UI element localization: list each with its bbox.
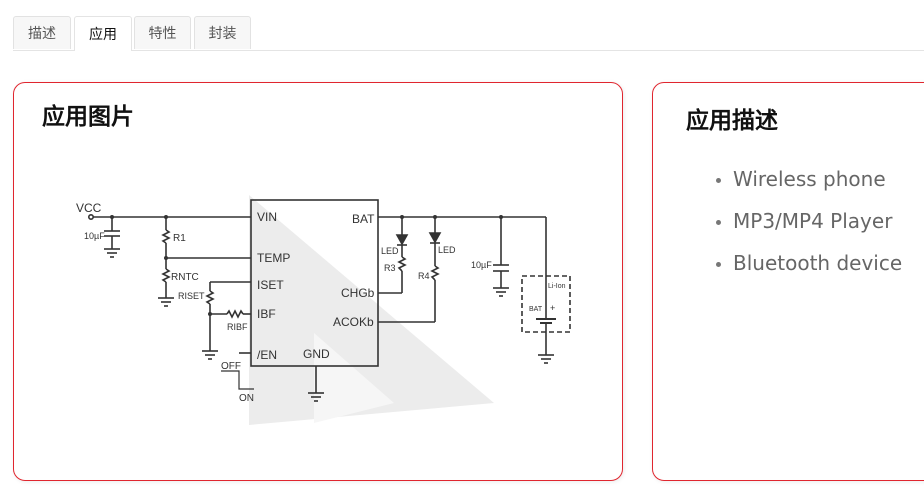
switch-on-label: ON: [239, 393, 254, 404]
tab-features[interactable]: 特性: [134, 16, 191, 49]
pin-en: /EN: [257, 348, 277, 362]
pin-bat: BAT: [352, 212, 375, 226]
list-item: Wireless phone: [733, 158, 902, 200]
application-list: Wireless phone MP3/MP4 Player Bluetooth …: [709, 158, 902, 284]
tab-application[interactable]: 应用: [74, 16, 132, 51]
r3-label: R3: [384, 263, 396, 273]
watermark-shape: [249, 195, 494, 425]
r1-label: R1: [173, 233, 186, 244]
battery-plus-icon: +: [550, 303, 555, 313]
pin-ibf: IBF: [257, 307, 276, 321]
output-cap-label: 10µF: [471, 260, 492, 270]
led1-label: LED: [381, 246, 399, 256]
battery-pack-label: Li-Ion: [548, 283, 566, 290]
riset-label: RISET: [178, 291, 205, 301]
pin-temp: TEMP: [257, 251, 290, 265]
tab-bar: 描述 应用 特性 封装: [13, 16, 924, 51]
application-description-title: 应用描述: [686, 108, 778, 134]
application-image-card: 应用图片: [13, 82, 623, 481]
application-schematic: VCC 10µF R1 RNTC RISET RIBF VIN TEMP ISE…: [76, 195, 571, 425]
pin-chgb: CHGb: [341, 286, 375, 300]
ribf-label: RIBF: [227, 322, 248, 332]
tab-package[interactable]: 封装: [194, 16, 251, 49]
vcc-label: VCC: [76, 201, 102, 215]
application-image-title: 应用图片: [42, 104, 134, 130]
switch-off-label: OFF: [221, 361, 241, 372]
tab-description[interactable]: 描述: [13, 16, 71, 49]
pin-gnd: GND: [303, 347, 330, 361]
pin-vin: VIN: [257, 210, 277, 224]
battery-label: BAT: [529, 306, 543, 313]
r4-label: R4: [418, 271, 430, 281]
rntc-label: RNTC: [171, 272, 199, 283]
led2-label: LED: [438, 245, 456, 255]
watermark-shape-inner: [314, 333, 394, 423]
input-cap-label: 10µF: [84, 231, 105, 241]
pin-acokb: ACOKb: [333, 315, 374, 329]
ic-body: [250, 199, 379, 367]
list-item: Bluetooth device: [733, 242, 902, 284]
pin-iset: ISET: [257, 278, 284, 292]
vcc-terminal: [88, 214, 95, 221]
list-item: MP3/MP4 Player: [733, 200, 902, 242]
application-description-card: 应用描述 Wireless phone MP3/MP4 Player Bluet…: [652, 82, 924, 481]
